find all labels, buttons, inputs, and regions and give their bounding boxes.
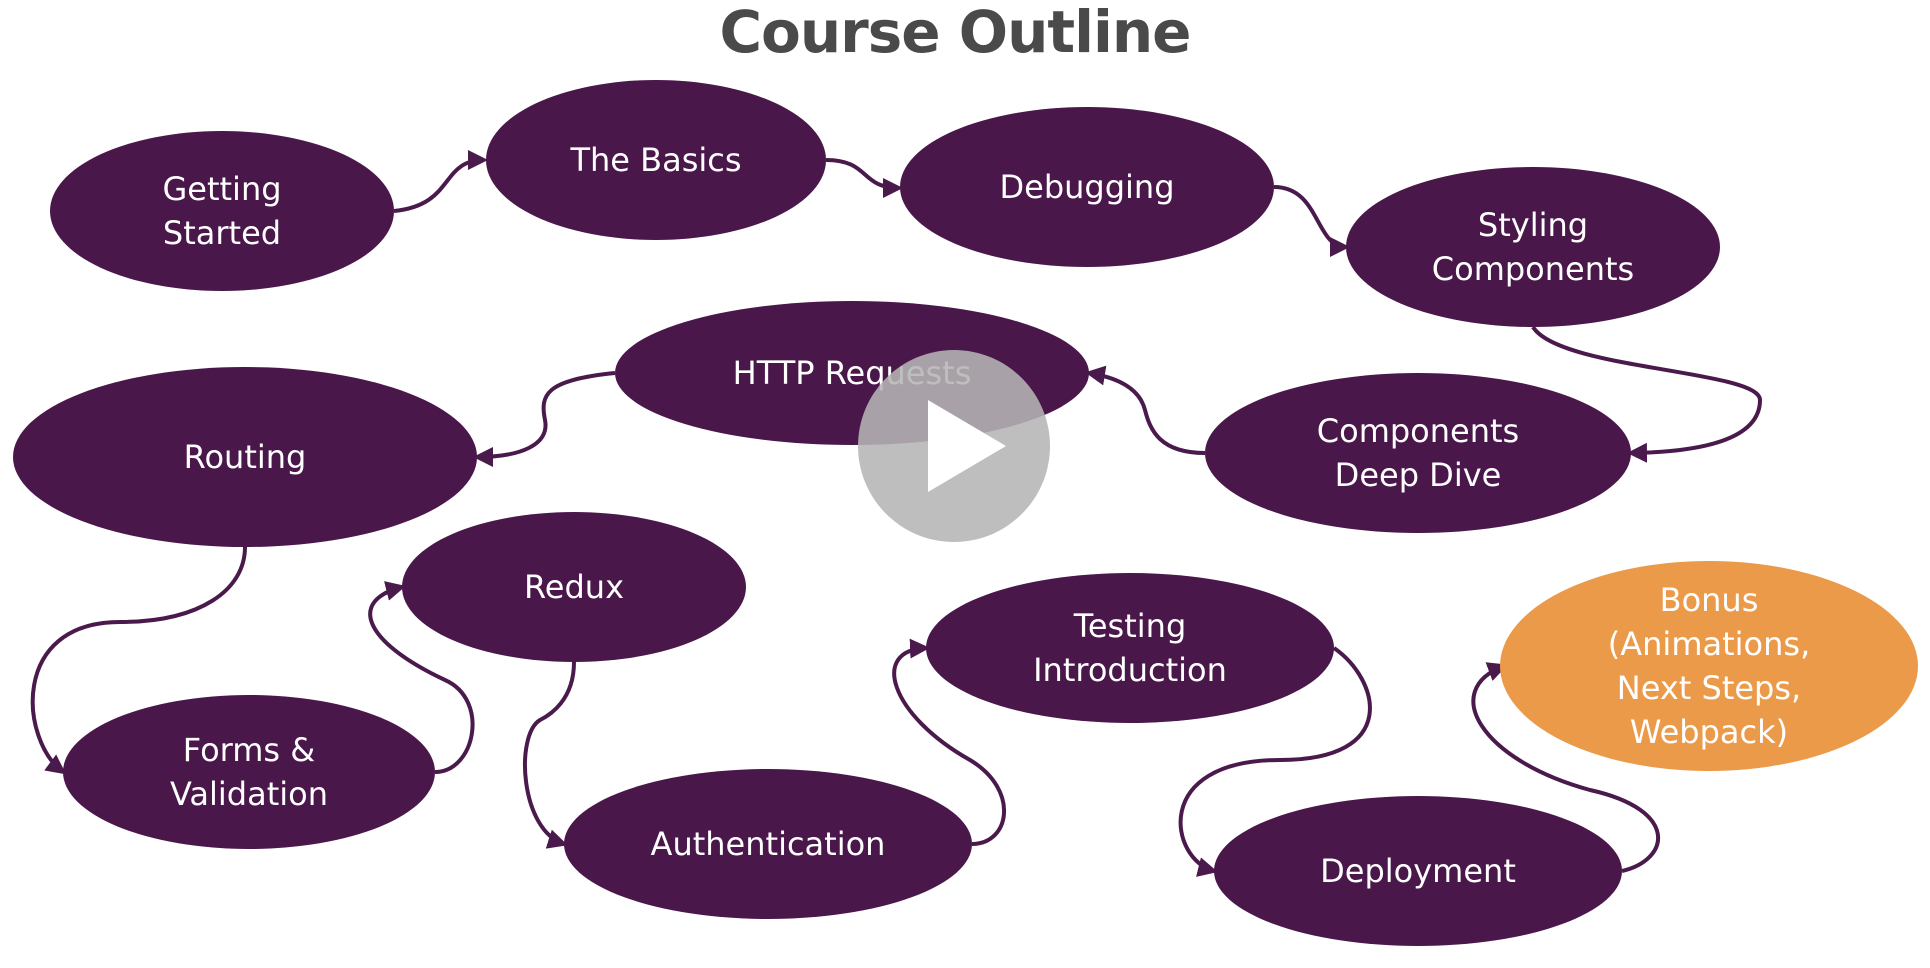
node-label-forms-validation: Validation: [170, 775, 328, 813]
node-label-testing-introduction: Introduction: [1033, 651, 1227, 689]
connector-authentication-to-testing-introduction: [892, 638, 1007, 846]
connector-debugging-to-styling-components: [1273, 185, 1350, 257]
node-label-the-basics: The Basics: [569, 141, 741, 179]
node-label-debugging: Debugging: [999, 168, 1174, 206]
node-label-bonus: (Animations,: [1608, 625, 1810, 663]
node-shape-bonus: [1500, 561, 1918, 771]
node-label-authentication: Authentication: [651, 825, 886, 863]
connector-forms-validation-to-redux: [368, 581, 475, 774]
connector-styling-components-to-components-deep-dive: [1531, 325, 1763, 463]
video-play-button[interactable]: [858, 350, 1050, 542]
node-shape-redux: [402, 512, 746, 662]
node-label-getting-started: Getting: [162, 170, 281, 208]
node-shape-debugging: [900, 107, 1274, 267]
page-title: Course Outline: [719, 0, 1191, 66]
connector-testing-introduction-to-deployment: [1178, 646, 1372, 877]
connector-routing-to-forms-validation: [30, 546, 247, 775]
node-routing: Routing: [13, 367, 477, 547]
node-label-forms-validation: Forms &: [183, 731, 315, 769]
connector-components-deep-dive-to-http-requests: [1085, 365, 1206, 455]
node-label-styling-components: Components: [1432, 250, 1634, 288]
node-shape-testing-introduction: [926, 573, 1334, 723]
node-shape-authentication: [564, 769, 972, 919]
connector-getting-started-to-the-basics: [393, 150, 488, 213]
node-label-testing-introduction: Testing: [1073, 607, 1187, 645]
node-label-getting-started: Started: [163, 214, 281, 252]
node-shape-routing: [13, 367, 477, 547]
node-shape-the-basics: [486, 80, 826, 240]
play-icon[interactable]: [928, 400, 1006, 492]
node-forms-validation: Forms & Validation: [63, 695, 435, 849]
node-label-styling-components: Styling: [1478, 206, 1588, 244]
node-shape-forms-validation: [63, 695, 435, 849]
node-label-redux: Redux: [524, 568, 624, 606]
node-the-basics: The Basics: [486, 80, 826, 240]
node-label-bonus: Webpack): [1630, 713, 1788, 751]
connector-deployment-to-bonus: [1471, 662, 1660, 873]
connector-http-requests-to-routing: [473, 371, 616, 467]
node-shape-styling-components: [1346, 167, 1720, 327]
node-deployment: Deployment: [1214, 796, 1622, 946]
connector-the-basics-to-debugging: [825, 158, 903, 198]
node-redux: Redux: [402, 512, 746, 662]
node-label-routing: Routing: [184, 438, 307, 476]
node-shape-components-deep-dive: [1205, 373, 1631, 533]
connector-redux-to-authentication: [523, 661, 576, 849]
node-label-components-deep-dive: Components: [1317, 412, 1519, 450]
node-authentication: Authentication: [564, 769, 972, 919]
node-label-bonus: Next Steps,: [1617, 669, 1801, 707]
node-bonus: Bonus (Animations, Next Steps, Webpack): [1500, 561, 1918, 771]
node-shape-deployment: [1214, 796, 1622, 946]
connectors-layer: [30, 150, 1763, 877]
node-label-deployment: Deployment: [1320, 852, 1516, 890]
node-label-components-deep-dive: Deep Dive: [1335, 456, 1502, 494]
node-debugging: Debugging: [900, 107, 1274, 267]
node-shape-getting-started: [50, 131, 394, 291]
node-label-bonus: Bonus: [1660, 581, 1759, 619]
